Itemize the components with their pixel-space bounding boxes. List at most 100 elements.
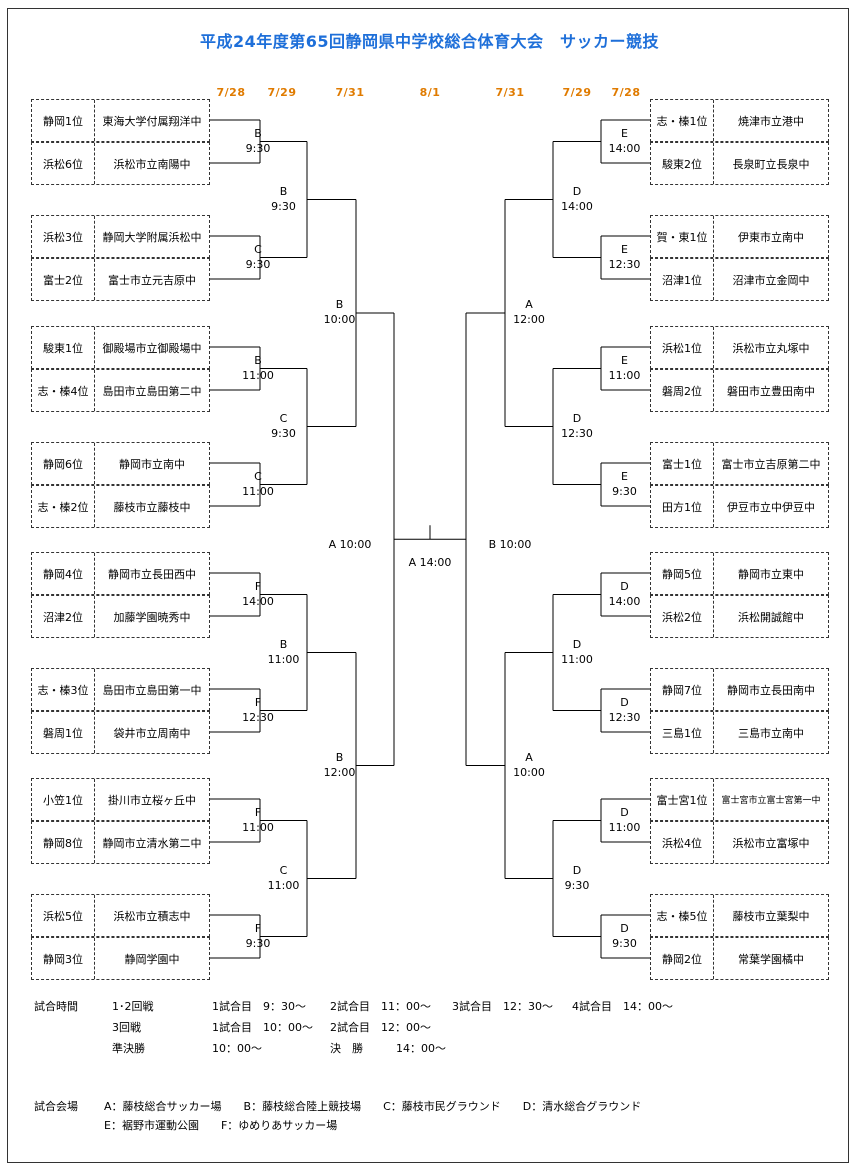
- left-team-3: 浜松3位静岡大学附属浜松中: [31, 215, 210, 258]
- team-seed: 浜松4位: [651, 822, 714, 863]
- team-school: 浜松市立富塚中: [732, 836, 810, 850]
- right-r1-label-1-time: 14:00: [608, 141, 641, 155]
- right-r1-label-5-time: 14:00: [608, 594, 641, 608]
- date-left-round1: 7/28: [216, 86, 246, 99]
- left-r2-label-1-time: 9:30: [271, 199, 296, 213]
- right-r3-label-1-time: 12:00: [513, 313, 545, 326]
- left-team-16: 静岡3位静岡学園中: [31, 937, 210, 980]
- team-seed: 富士1位: [651, 443, 714, 484]
- team-seed: 静岡6位: [32, 443, 95, 484]
- team-seed: 駿東2位: [651, 143, 714, 184]
- left-r1-label-1-venue: B: [254, 126, 262, 140]
- right-r1-label-7-venue: D: [620, 805, 629, 819]
- left-team-5: 駿東1位御殿場市立御殿場中: [31, 326, 210, 369]
- right-team-16: 静岡2位常葉学園橘中: [650, 937, 829, 980]
- date-final: 8/1: [419, 86, 441, 99]
- team-school: 常葉学園橘中: [738, 952, 804, 966]
- right-team-12: 三島1位三島市立南中: [650, 711, 829, 754]
- left-r3-label-2-venue: B: [335, 750, 344, 764]
- team-school: 浜松市立丸塚中: [732, 341, 810, 355]
- left-r1-label-4-time: 11:00: [242, 484, 274, 498]
- team-school: 浜松市立南陽中: [113, 157, 191, 171]
- team-seed: 磐周2位: [651, 370, 714, 411]
- right-r3-label-1: A 12:00: [513, 297, 545, 327]
- team-school: 静岡市立長田西中: [108, 567, 196, 581]
- right-team-1: 志・榛1位焼津市立港中: [650, 99, 829, 142]
- team-school: 磐田市立豊田南中: [727, 384, 815, 398]
- right-team-3: 賀・東1位 伊東市立南中: [650, 215, 829, 258]
- schedule-row3-time: 10：00～: [212, 1042, 262, 1055]
- schedule-row2-slot1: 1試合目 10：00～: [212, 1021, 313, 1034]
- right-r1-label-5-venue: D: [620, 579, 629, 593]
- right-r1-label-4-time: 9:30: [612, 484, 637, 498]
- right-team-9: 静岡5位静岡市立東中: [650, 552, 829, 595]
- team-school: 加藤学園暁秀中: [113, 610, 191, 624]
- right-team-14: 浜松4位 浜松市立富塚中: [650, 821, 829, 864]
- right-r1-label-3-venue: E: [621, 353, 628, 367]
- date-right-round1: 7/28: [611, 86, 641, 99]
- right-team-6: 磐周2位磐田市立豊田南中: [650, 369, 829, 412]
- left-r2-label-2-time: 9:30: [271, 426, 296, 440]
- right-team-8: 田方1位伊豆市立中伊豆中: [650, 485, 829, 528]
- left-team-15: 浜松5位浜松市立積志中: [31, 894, 210, 937]
- right-r1-label-6-time: 12:30: [608, 710, 641, 724]
- team-seed: 浜松1位: [651, 327, 714, 368]
- left-r1-label-2-venue: C: [254, 242, 262, 256]
- left-r1-label-2-time: 9:30: [245, 257, 271, 271]
- team-school: 島田市立島田第二中: [102, 384, 202, 398]
- left-r3-label-2-time: 12:00: [323, 765, 356, 779]
- team-seed: 賀・東1位: [651, 216, 714, 257]
- right-r3-label-2-venue: A: [525, 750, 533, 764]
- left-r1-label-7-time: 11:00: [242, 820, 274, 834]
- team-school: 富士市立吉原第二中: [721, 457, 821, 471]
- team-seed: 静岡3位: [32, 938, 95, 979]
- team-seed: 静岡7位: [651, 669, 714, 710]
- team-school: 藤枝市立藤枝中: [113, 500, 191, 514]
- team-seed: 静岡8位: [32, 822, 95, 863]
- final-label: A 14:00: [408, 556, 452, 570]
- team-seed: 磐周1位: [32, 712, 95, 753]
- team-seed: 静岡1位: [32, 100, 95, 141]
- left-r1-label-5-venue: F: [254, 579, 262, 593]
- team-school: 藤枝市立葉梨中: [732, 909, 810, 923]
- right-r2-label-4-venue: D: [572, 863, 582, 877]
- schedule-row1-slot2: 2試合目 11：00～: [330, 1000, 431, 1013]
- left-team-9: 静岡4位静岡市立長田西中: [31, 552, 210, 595]
- team-school: 焼津市立港中: [738, 114, 804, 128]
- right-semifinal-label: B 10:00: [488, 538, 532, 552]
- left-r1-label-6-time: 12:30: [242, 710, 274, 724]
- schedule-row2-round: 3回戦: [112, 1021, 141, 1034]
- team-seed: 浜松3位: [32, 216, 95, 257]
- team-school: 掛川市立桜ヶ丘中: [108, 793, 196, 807]
- team-school: 伊東市立南中: [738, 230, 804, 244]
- team-seed: 沼津2位: [32, 596, 95, 637]
- date-right-round3: 7/31: [495, 86, 525, 99]
- team-seed: 富士2位: [32, 259, 95, 300]
- right-team-5: 浜松1位 浜松市立丸塚中: [650, 326, 829, 369]
- right-r1-label-2-venue: E: [621, 242, 628, 256]
- right-r3-label-1-venue: A: [525, 298, 533, 311]
- left-team-2: 浜松6位浜松市立南陽中: [31, 142, 210, 185]
- team-seed: 富士宮1位: [651, 779, 714, 820]
- schedule-row1-slot4: 4試合目 14：00～: [572, 1000, 673, 1013]
- right-r2-label-3-time: 11:00: [561, 652, 593, 666]
- schedule-row1-slot3: 3試合目 12：30～: [452, 1000, 553, 1013]
- schedule-row3-round: 準決勝: [112, 1042, 145, 1055]
- schedule-final-time: 14：00～: [396, 1042, 446, 1055]
- page-frame: [7, 8, 849, 1163]
- left-team-1: 静岡1位東海大学付属翔洋中: [31, 99, 210, 142]
- team-school: 袋井市立周南中: [113, 726, 191, 740]
